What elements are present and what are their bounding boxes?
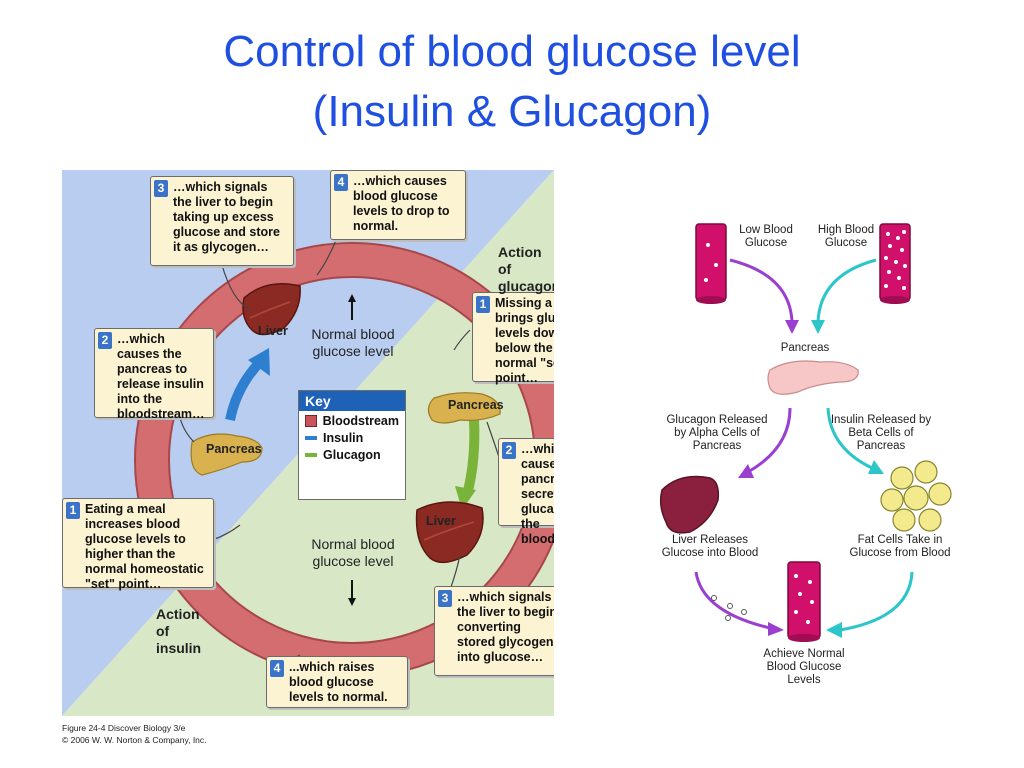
legend-label: Insulin: [323, 431, 364, 445]
legend-item-glucagon: Glucagon: [299, 445, 405, 462]
pancreas-right-label: Pancreas: [448, 398, 504, 412]
callout-insulin-step-4: 4 …which causes blood glucose levels to …: [330, 170, 466, 240]
callout-text: …which signals the liver to begin conver…: [457, 590, 554, 664]
arrow-low-to-pancreas: [729, 258, 794, 323]
pancreas-label: Pancreas: [780, 342, 830, 354]
callout-text: …which causes the pancreas to secrete gl…: [521, 442, 554, 546]
pancreas-left-label: Pancreas: [206, 442, 262, 456]
liver-bottom-label: Liver: [426, 514, 456, 528]
figure-caption-line1: Figure 24-4 Discover Biology 3/e: [62, 723, 186, 733]
step-badge: 3: [154, 180, 168, 197]
normal-glucose-dots: [794, 574, 814, 624]
callout-glucagon-step-2: 2 …which causes the pancreas to secrete …: [498, 438, 554, 546]
set-point-arrowhead-top: [348, 294, 356, 302]
step-badge: 4: [270, 660, 284, 677]
arrow-pancreas-to-fat: [826, 407, 873, 470]
pointer-callout-4-insulin: [316, 237, 338, 276]
arrowhead: [826, 622, 842, 638]
callout-glucagon-step-4: 4 ...which raises blood glucose levels t…: [266, 656, 408, 708]
high-blood-glucose-label: High Blood Glucose: [817, 224, 875, 249]
figure-caption-line2: © 2006 W. W. Norton & Company, Inc.: [62, 735, 207, 745]
legend-item-insulin: Insulin: [299, 428, 405, 445]
callout-text: Eating a meal increases blood glucose le…: [85, 502, 204, 591]
step-badge: 2: [98, 332, 112, 349]
liver-bottom-organ: [415, 501, 484, 564]
callout-insulin-step-3: 3 …which signals the liver to begin taki…: [150, 176, 294, 266]
arrowhead: [811, 320, 825, 334]
normal-level-bottom-label: Normal blood glucose level: [311, 536, 395, 569]
arrowhead: [768, 622, 784, 636]
callout-text: ...which raises blood glucose levels to …: [289, 660, 388, 704]
insulin-arrowhead: [248, 348, 270, 376]
arrow-liver-to-normal: [694, 571, 771, 630]
set-point-arrowhead-bottom: [348, 598, 356, 606]
bloodstream-swatch: [305, 415, 317, 427]
glucose-dot: [714, 263, 718, 267]
callout-text: …which causes the pancreas to release in…: [117, 332, 205, 421]
action-of-insulin-label: Action of insulin: [156, 606, 202, 656]
pancreas-right-organ: [427, 392, 501, 424]
legend-item-bloodstream: Bloodstream: [299, 411, 405, 428]
legend-key: Key Bloodstream Insulin Glucagon: [298, 390, 406, 500]
liver-organ: [659, 475, 720, 534]
insulin-released-label: Insulin Released by Beta Cells of Pancre…: [830, 414, 932, 452]
callout-text: Missing a meal brings glucose levels dow…: [495, 296, 554, 385]
arrow-fat-to-normal: [839, 571, 914, 632]
pointer-callout-1-insulin: [211, 524, 241, 541]
released-glucose-dots: [711, 595, 747, 621]
arrowhead: [738, 464, 754, 478]
callout-text: …which signals the liver to begin taking…: [173, 180, 280, 254]
step-badge: 1: [66, 502, 80, 519]
callout-insulin-step-1: 1 Eating a meal increases blood glucose …: [62, 498, 214, 591]
normal-glucose-tube-base: [788, 634, 820, 642]
callout-text: …which causes blood glucose levels to dr…: [353, 174, 450, 233]
step-badge: 3: [438, 590, 452, 607]
step-badge: 4: [334, 174, 348, 191]
slide-title-line2: (Insulin & Glucagon): [312, 87, 712, 136]
low-blood-glucose-label: Low Blood Glucose: [739, 224, 793, 249]
feedback-flow-diagram: [659, 223, 952, 642]
slide-title-line1: Control of blood glucose level: [223, 27, 801, 76]
liver-releases-label: Liver Releases Glucose into Blood: [661, 534, 759, 559]
glucagon-released-label: Glucagon Released by Alpha Cells of Panc…: [666, 414, 768, 452]
glucose-dot: [706, 243, 710, 247]
arrow-pancreas-to-liver: [747, 407, 792, 474]
action-of-glucagon-label: Action of glucagon: [498, 244, 554, 294]
fat-cells-label: Fat Cells Take in Glucose from Blood: [849, 534, 951, 559]
normal-level-top-label: Normal blood glucose level: [311, 326, 395, 359]
low-glucose-tube-base: [696, 296, 726, 304]
pancreas-left-organ: [190, 433, 263, 476]
legend-label: Glucagon: [323, 448, 381, 462]
high-glucose-dots: [884, 230, 907, 290]
step-badge: 2: [502, 442, 516, 459]
achieve-normal-label: Achieve Normal Blood Glucose Levels: [763, 648, 845, 686]
pancreas-organ: [767, 360, 859, 395]
fat-cells-cluster: [880, 460, 952, 532]
arrow-high-to-pancreas: [816, 258, 877, 323]
insulin-swatch: [305, 436, 317, 440]
liver-top-label: Liver: [258, 324, 288, 338]
callout-glucagon-step-1: 1 Missing a meal brings glucose levels d…: [472, 292, 554, 385]
callout-insulin-step-2: 2 …which causes the pancreas to release …: [94, 328, 214, 421]
legend-label: Bloodstream: [322, 414, 399, 428]
glucagon-arrow: [462, 419, 480, 497]
homeostasis-diagram: 3 …which signals the liver to begin taki…: [62, 170, 554, 716]
high-glucose-tube-base: [880, 296, 910, 304]
step-badge: 1: [476, 296, 490, 313]
pointer-callout-3-insulin: [221, 264, 251, 311]
arrowhead: [868, 460, 884, 474]
liver-bottom-highlight: [423, 521, 475, 541]
pointer-callout-2-insulin: [179, 417, 195, 443]
glucagon-swatch: [305, 453, 317, 457]
pointer-callout-1-glucagon: [453, 329, 471, 351]
normal-glucose-tube: [787, 561, 821, 639]
arrowhead: [785, 320, 799, 334]
glucose-dot: [704, 278, 708, 282]
callout-glucagon-step-3: 3 …which signals the liver to begin conv…: [434, 586, 554, 676]
liver-top-highlight: [249, 301, 291, 319]
legend-title: Key: [299, 391, 405, 411]
low-glucose-tube: [695, 223, 727, 301]
figure-caption: Figure 24-4 Discover Biology 3/e © 2006 …: [62, 722, 207, 746]
